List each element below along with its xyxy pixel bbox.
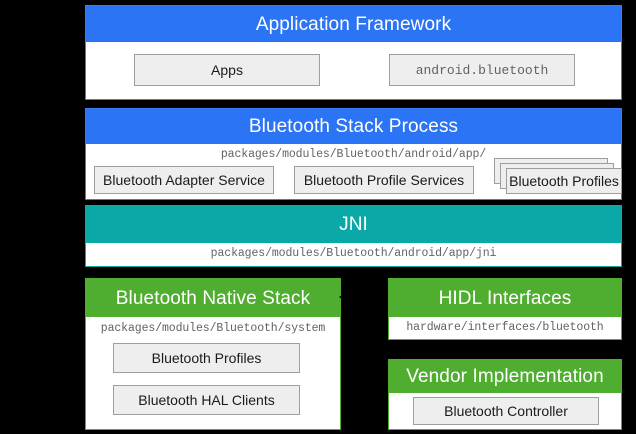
bluetooth-native-stack-title: Bluetooth Native Stack [115,287,311,309]
layer-application-framework: Application Framework Apps android.bluet… [85,5,622,100]
bluetooth-adapter-service-label: Bluetooth Adapter Service [103,172,265,188]
layer-jni: JNI packages/modules/Bluetooth/android/a… [85,205,622,267]
bluetooth-profile-services-box[interactable]: Bluetooth Profile Services [294,166,474,194]
hidl-interfaces-body: hardware/interfaces/bluetooth [389,317,621,339]
application-framework-body: Apps android.bluetooth [86,42,621,99]
bluetooth-stack-process-header: Bluetooth Stack Process [86,109,621,144]
hidl-interfaces-title: HIDL Interfaces [438,287,572,309]
apps-box-label: Apps [211,62,243,78]
bluetooth-native-stack-path: packages/modules/Bluetooth/system [100,322,326,335]
bluetooth-stack-process-path: packages/modules/Bluetooth/android/app/ [220,148,487,161]
bluetooth-stack-process-title: Bluetooth Stack Process [248,116,459,137]
hidl-interfaces-path: hardware/interfaces/bluetooth [406,321,604,334]
layer-hidl-interfaces: HIDL Interfaces hardware/interfaces/blue… [388,278,622,340]
jni-path: packages/modules/Bluetooth/android/app/j… [210,247,497,260]
android-bluetooth-api-label: android.bluetooth [415,62,549,78]
layer-bluetooth-stack-process: Bluetooth Stack Process packages/modules… [85,108,622,200]
vendor-implementation-body: Bluetooth Controller [389,393,621,429]
bluetooth-hal-clients-box[interactable]: Bluetooth HAL Clients [113,385,300,415]
native-stack-to-hidl-arrow-left [339,293,345,301]
bluetooth-profile-services-label: Bluetooth Profile Services [303,172,465,188]
hidl-interfaces-header: HIDL Interfaces [389,279,621,317]
bluetooth-adapter-service-box[interactable]: Bluetooth Adapter Service [94,166,274,194]
application-framework-header: Application Framework [86,6,621,42]
bluetooth-controller-label: Bluetooth Controller [444,403,568,419]
bluetooth-controller-box[interactable]: Bluetooth Controller [413,397,599,425]
bluetooth-hal-clients-label: Bluetooth HAL Clients [138,392,275,408]
jni-header: JNI [86,206,621,243]
bluetooth-native-stack-header: Bluetooth Native Stack [86,279,340,317]
apps-box[interactable]: Apps [134,54,320,86]
application-framework-title: Application Framework [255,13,452,35]
native-bluetooth-profiles-label: Bluetooth Profiles [151,350,262,366]
bluetooth-stack-process-body: packages/modules/Bluetooth/android/app/ … [86,144,622,199]
jni-body: packages/modules/Bluetooth/android/app/j… [86,243,621,266]
jni-title: JNI [339,214,368,235]
bluetooth-profiles-stack-box[interactable]: Bluetooth Profiles [506,168,622,194]
layer-vendor-implementation: Vendor Implementation Bluetooth Controll… [388,359,622,430]
bluetooth-profiles-stack: Bluetooth Profiles [494,158,622,198]
android-bluetooth-api-box[interactable]: android.bluetooth [389,54,575,86]
vendor-implementation-title: Vendor Implementation [406,366,604,387]
vendor-implementation-header: Vendor Implementation [389,360,621,393]
bluetooth-profiles-stack-label: Bluetooth Profiles [509,173,619,189]
native-bluetooth-profiles-box[interactable]: Bluetooth Profiles [113,343,300,373]
native-stack-to-hidl-connector [341,296,395,298]
bluetooth-native-stack-body: packages/modules/Bluetooth/system Blueto… [86,317,340,429]
layer-bluetooth-native-stack: Bluetooth Native Stack packages/modules/… [85,278,341,430]
